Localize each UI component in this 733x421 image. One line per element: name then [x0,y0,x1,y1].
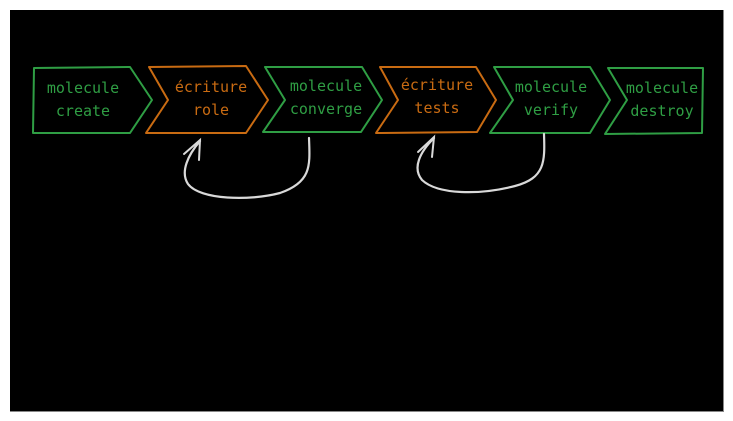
loop-arrow-converge-to-role [183,136,311,199]
step-molecule-converge: molecule converge [262,66,383,133]
step-label-line1: écriture [175,78,247,96]
step-label-line2: tests [414,99,459,117]
step-molecule-destroy: molecule destroy [604,67,704,135]
step-label-line1: molecule [290,77,362,95]
step-molecule-verify: molecule verify [489,66,611,134]
step-molecule-create: molecule create [32,66,153,134]
step-label-line2: create [56,102,110,120]
step-ecriture-tests: écriture tests [375,66,497,134]
step-label-line2: role [193,101,229,119]
step-label-line1: molecule [626,79,698,97]
arrowhead-icon [417,134,436,158]
step-label-line2: verify [524,101,578,119]
arrowhead-icon [183,137,202,161]
step-label-line2: converge [290,100,362,118]
loop-arrow-verify-to-tests [416,132,546,194]
step-label-line2: destroy [630,102,693,120]
step-label-line1: molecule [47,79,119,97]
step-ecriture-role: écriture role [145,65,269,134]
step-label-line1: molecule [515,78,587,96]
step-label-line1: écriture [401,76,473,94]
